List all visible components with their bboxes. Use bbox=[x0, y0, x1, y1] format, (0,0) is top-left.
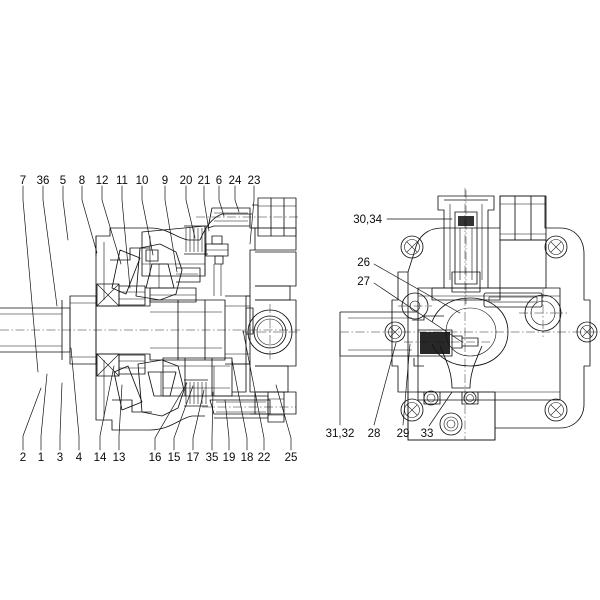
slot-plate bbox=[483, 292, 543, 308]
label-29: 29 bbox=[397, 428, 410, 440]
label-11: 11 bbox=[116, 175, 128, 187]
label-1: 1 bbox=[38, 452, 44, 464]
label-25: 25 bbox=[285, 452, 298, 464]
label-33: 33 bbox=[421, 428, 434, 440]
label-12: 12 bbox=[96, 175, 109, 187]
right-view-leaders bbox=[339, 218, 463, 427]
label-14: 14 bbox=[94, 452, 107, 464]
left-view-bottom-label-group: 2 1 3 4 14 13 16 15 17 35 19 18 22 25 bbox=[20, 452, 298, 464]
bearing-lower bbox=[96, 353, 146, 377]
label-20: 20 bbox=[180, 175, 193, 187]
label-4: 4 bbox=[76, 452, 83, 464]
spring-upper bbox=[184, 225, 208, 255]
label-21: 21 bbox=[198, 175, 211, 187]
label-9: 9 bbox=[162, 175, 168, 187]
label-16: 16 bbox=[149, 452, 162, 464]
label-28: 28 bbox=[368, 428, 381, 440]
label-17: 17 bbox=[187, 452, 200, 464]
bolt-bosses bbox=[384, 235, 598, 422]
label-31-32: 31,32 bbox=[326, 428, 355, 440]
upper-control-assembly bbox=[196, 197, 300, 265]
right-view-bottom-label-group: 31,32 28 29 33 bbox=[326, 428, 434, 440]
label-23: 23 bbox=[248, 175, 261, 187]
bottom-flange bbox=[407, 390, 496, 441]
right-view-geometry bbox=[339, 188, 600, 441]
upper-right-port bbox=[499, 195, 547, 289]
small-boss-26 bbox=[398, 292, 432, 320]
left-view-top-label-group: 7 36 5 8 12 11 10 9 20 21 6 24 23 bbox=[20, 175, 261, 187]
left-view-bottom-leaders bbox=[22, 329, 292, 451]
left-view-top-leaders bbox=[22, 185, 255, 373]
bearing-upper bbox=[96, 283, 146, 307]
label-26: 26 bbox=[357, 257, 370, 269]
label-6: 6 bbox=[216, 175, 222, 187]
label-5: 5 bbox=[60, 175, 66, 187]
rotor-profile bbox=[431, 297, 509, 389]
label-10: 10 bbox=[136, 175, 149, 187]
label-19: 19 bbox=[223, 452, 236, 464]
label-24: 24 bbox=[229, 175, 242, 187]
label-36: 36 bbox=[37, 175, 50, 187]
swash-plate-upper bbox=[111, 243, 201, 301]
right-bore bbox=[519, 289, 567, 337]
right-view-left-label-group: 30,34 26 27 bbox=[353, 214, 382, 288]
top-valve bbox=[431, 190, 501, 304]
spring-lower bbox=[184, 379, 208, 407]
label-13: 13 bbox=[113, 452, 126, 464]
label-15: 15 bbox=[168, 452, 181, 464]
label-7: 7 bbox=[20, 175, 26, 187]
label-8: 8 bbox=[79, 175, 85, 187]
label-27: 27 bbox=[357, 276, 370, 288]
label-22: 22 bbox=[258, 452, 271, 464]
label-30-34: 30,34 bbox=[353, 214, 382, 226]
label-18: 18 bbox=[241, 452, 254, 464]
label-35: 35 bbox=[206, 452, 219, 464]
label-2: 2 bbox=[20, 452, 26, 464]
port-boss bbox=[242, 304, 298, 360]
label-3: 3 bbox=[57, 452, 63, 464]
left-view-geometry bbox=[0, 197, 300, 431]
